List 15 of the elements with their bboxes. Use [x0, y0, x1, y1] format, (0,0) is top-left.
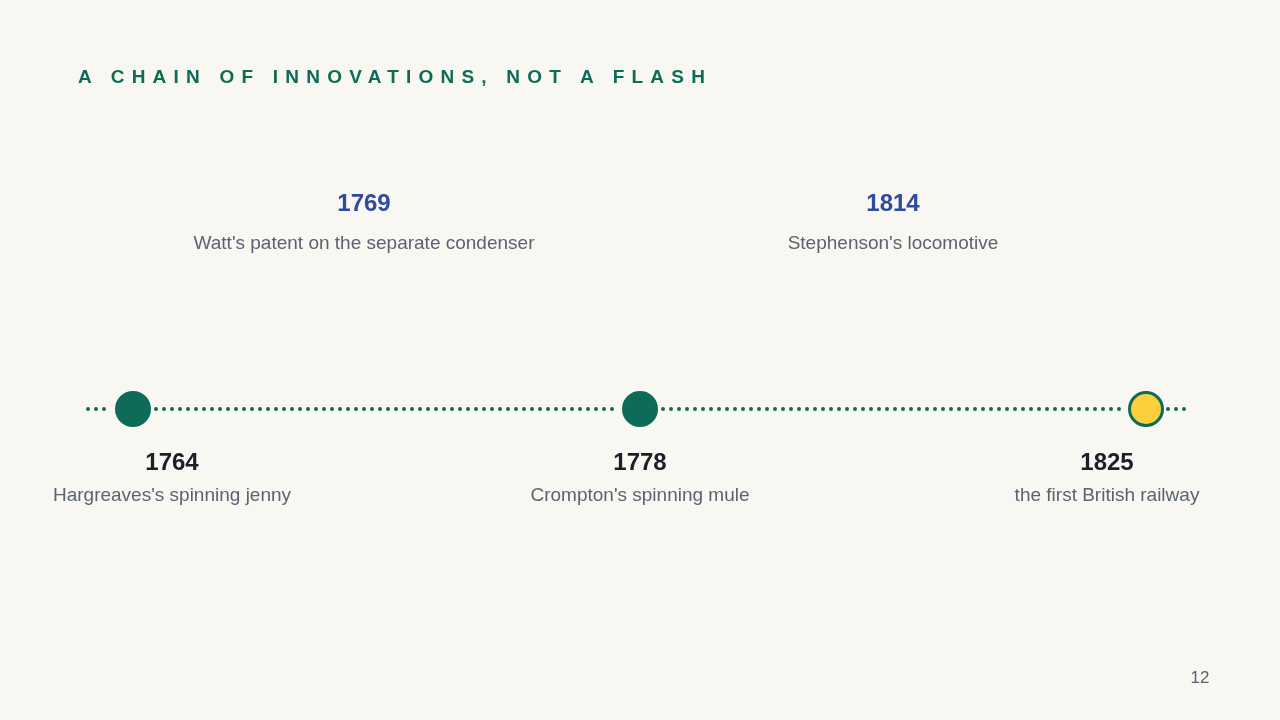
timeline-dot: [115, 391, 151, 427]
slide-title: A CHAIN OF INNOVATIONS, NOT A FLASH: [78, 66, 713, 88]
timeline-dot: [622, 391, 658, 427]
year-label: 1764: [145, 448, 199, 476]
timeline-dot: [1128, 391, 1164, 427]
event-description: Hargreaves's spinning jenny: [52, 484, 292, 506]
year-label: 1778: [613, 448, 667, 476]
event-description: Stephenson's locomotive: [787, 232, 999, 254]
event-description: the first British railway: [1014, 484, 1200, 506]
page-number: 12: [1190, 668, 1210, 688]
year-label: 1825: [1080, 448, 1134, 476]
year-label: 1814: [866, 189, 920, 217]
event-description: Watt's patent on the separate condenser: [193, 232, 535, 254]
event-description: Crompton's spinning mule: [530, 484, 750, 506]
year-label: 1769: [337, 189, 391, 217]
